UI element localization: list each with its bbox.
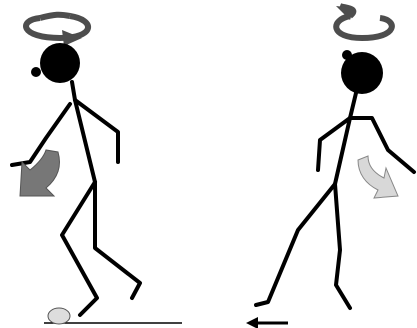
curved-motion-arrow-icon xyxy=(20,150,60,196)
ground xyxy=(44,308,288,328)
head-icon xyxy=(40,43,80,83)
left-figure xyxy=(12,15,140,315)
right-figure xyxy=(256,6,414,308)
curved-motion-arrow-icon xyxy=(358,156,398,198)
body-lines xyxy=(12,82,140,315)
body-lines xyxy=(256,93,414,308)
head-rotation-arrow-icon xyxy=(26,15,88,46)
hair-bun-icon xyxy=(31,67,41,77)
ball-icon xyxy=(48,308,70,324)
hair-bun-icon xyxy=(342,50,352,60)
head-rotation-arrow-icon xyxy=(336,6,392,38)
left-arrow-icon xyxy=(246,317,288,328)
